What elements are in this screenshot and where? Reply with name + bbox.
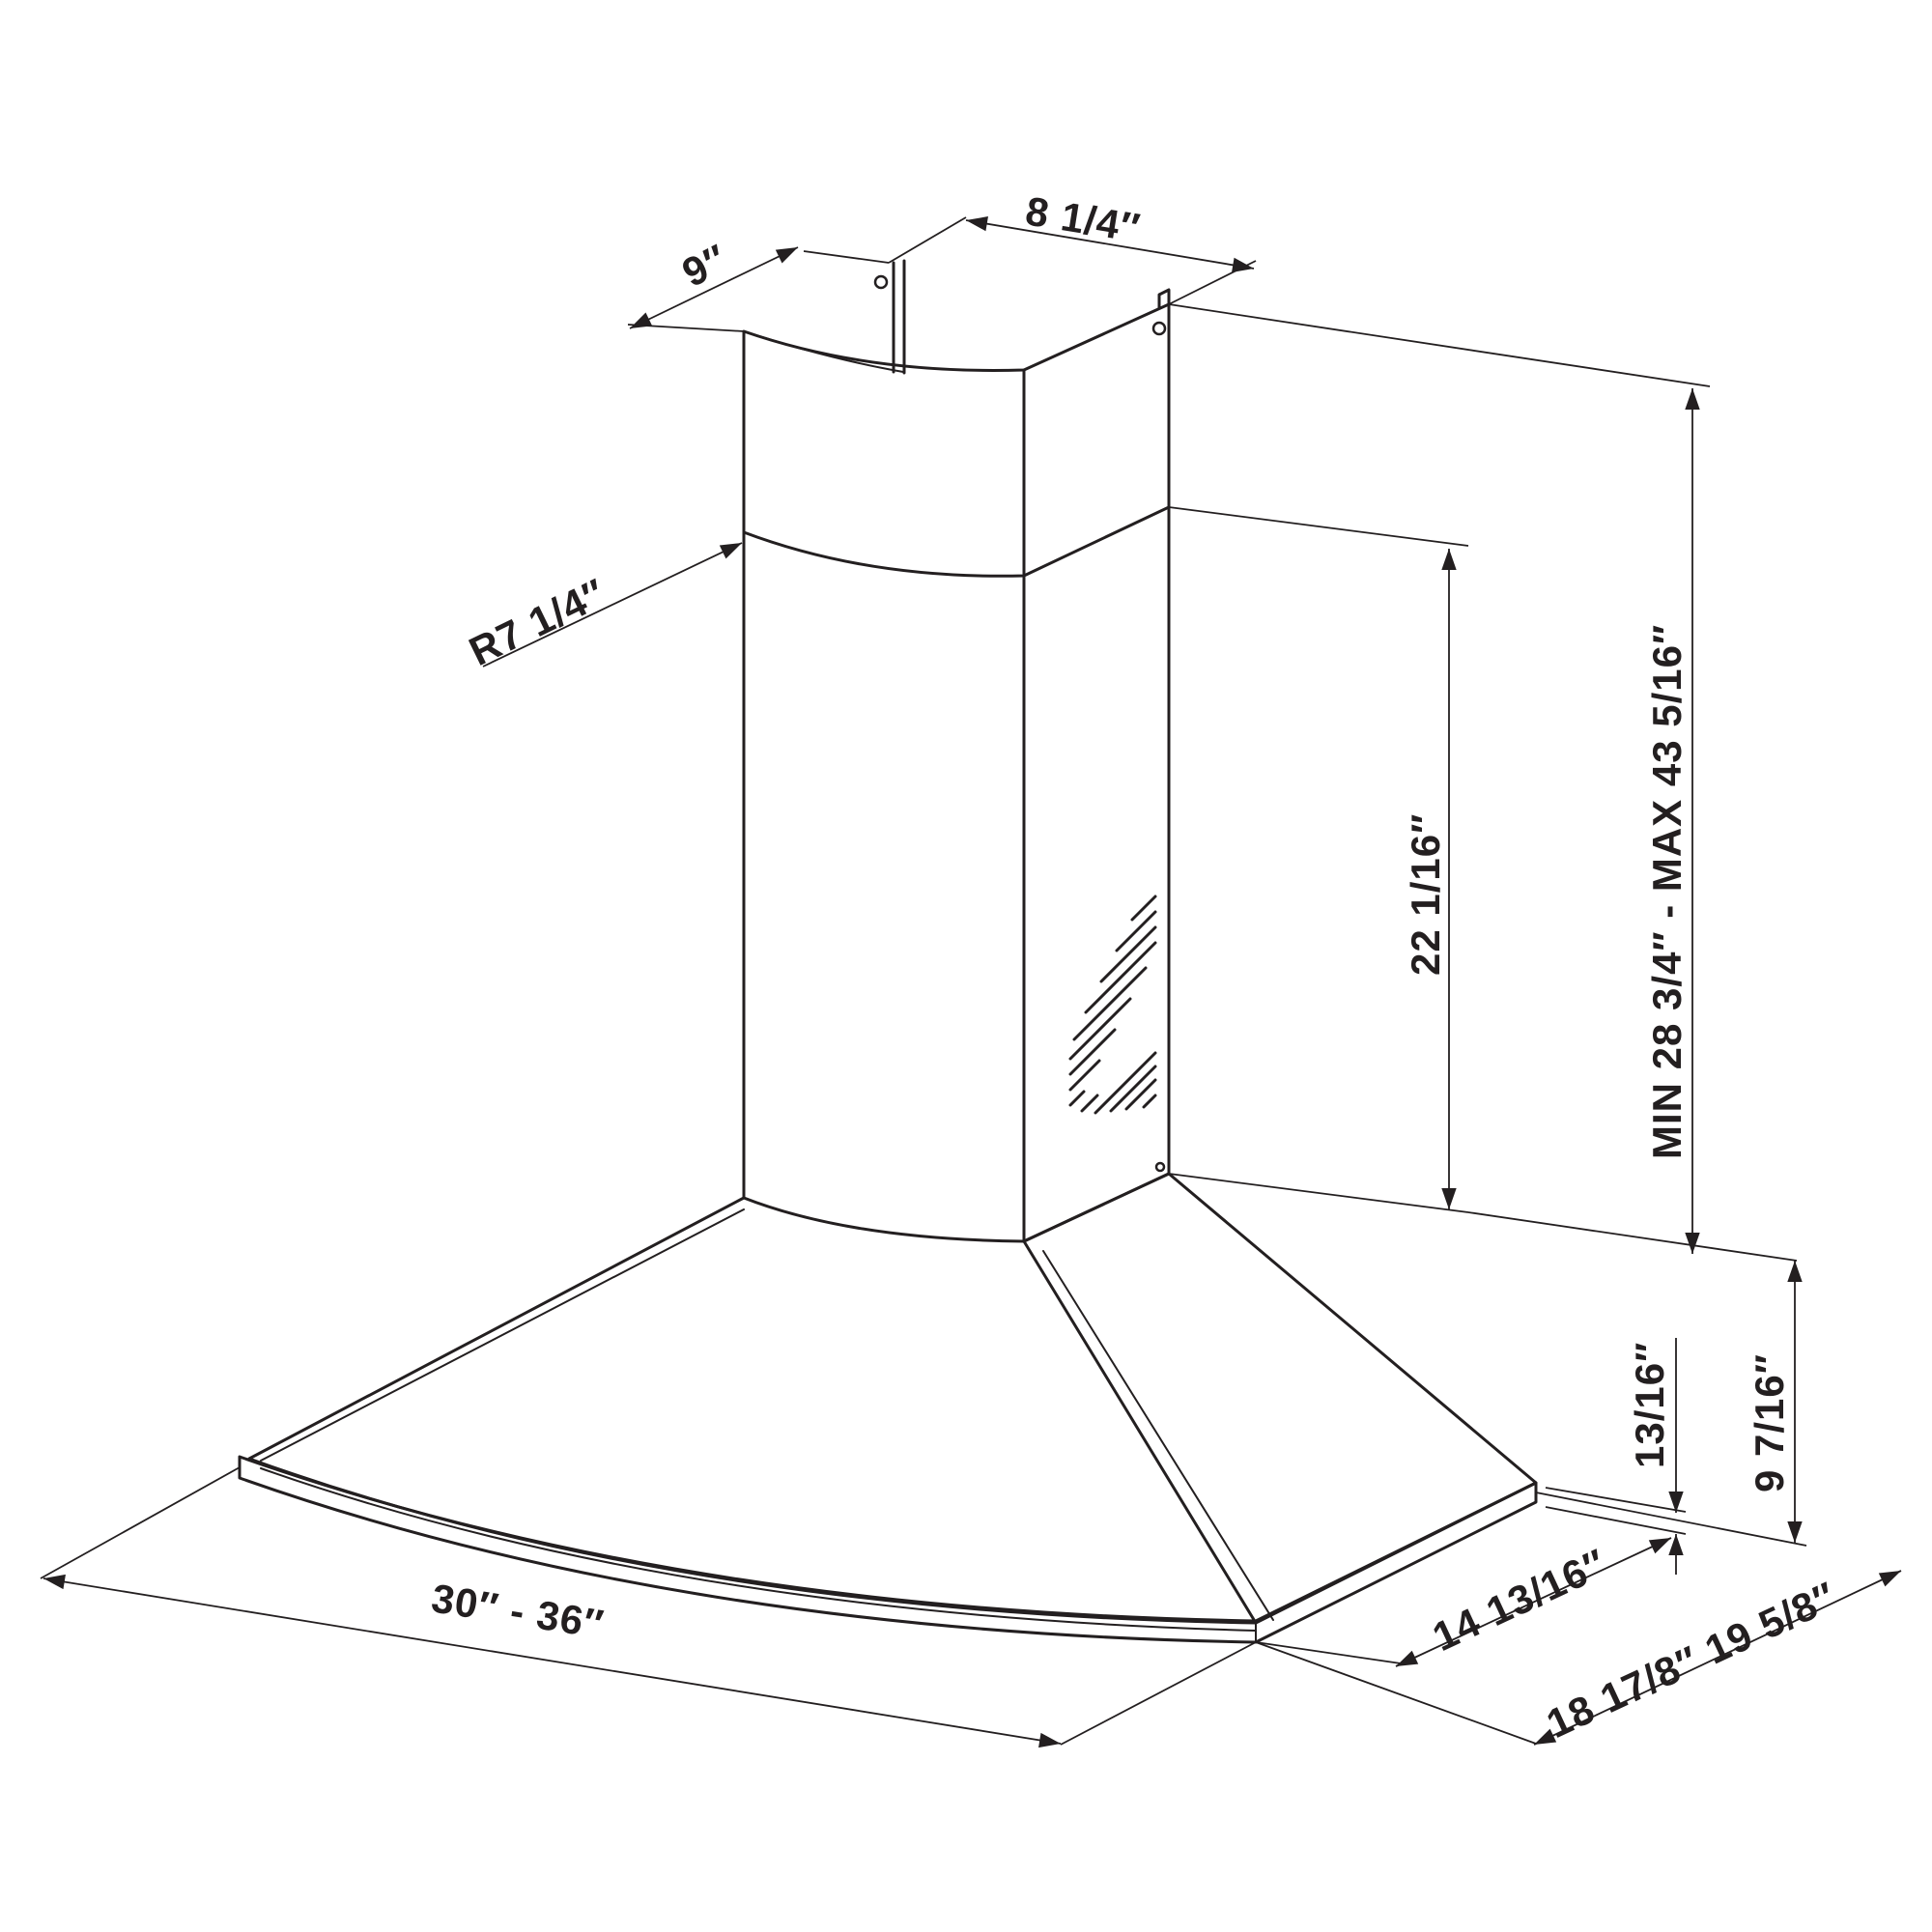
extension-line-chimney-bottom [1168,1173,1469,1213]
extension-line-overall-bottom [1467,1211,1798,1262]
rear-bracket-tab [1157,288,1171,309]
extension-line-lip-bottom [1545,1506,1687,1535]
range-hood-outline [238,259,1538,1644]
label-lip-height: 13/16″ [1627,1342,1672,1468]
label-duct-width: 8 1/4″ [1023,187,1144,250]
extension-line-duct-depth-left [627,324,745,332]
extension-line-width-right [1060,1641,1257,1746]
extension-line-width-left [40,1466,241,1579]
vent-grille [1068,895,1157,1115]
duct-mounting-bracket [892,259,906,375]
lower-chimney [742,505,1171,1243]
label-radius: R7 1/4″ [462,570,612,674]
label-width: 30″ - 36″ [429,1575,608,1647]
upper-duct-top-curve [743,330,904,373]
label-depth-small: 14 13/16″ [1426,1540,1613,1660]
canopy-front-panel [247,1196,1258,1625]
dimension-labels: 9″ 8 1/4″ R7 1/4″ 22 1/16″ MIN 28 3/4″ -… [429,187,1844,1747]
label-depth-large: 18 17/8″ 19 5/8″ [1540,1573,1843,1747]
dimension-line-depth-large [1533,1570,1902,1746]
canopy-side-panel [1022,1172,1538,1625]
canopy-corner-double-edge [1042,1250,1274,1621]
dimension-line-duct-depth [629,246,799,329]
leader-line-radius [482,542,743,668]
extension-line-depth-large [1255,1641,1537,1745]
label-chimney-height: 22 1/16″ [1403,813,1448,976]
bracket-screw-hole [873,274,889,290]
canopy-front-inner-edge [260,1208,745,1462]
chimney-screw [1154,1161,1166,1173]
label-duct-depth: 9″ [675,235,735,296]
rear-bracket-screw-hole [1151,321,1167,336]
dimension-line-duct-width [965,216,1255,272]
dimension-lines [40,216,1902,1748]
extension-line-duct-width [888,216,967,264]
label-overall-height: MIN 28 3/4″ - MAX 43 5/16″ [1644,624,1690,1159]
extension-line-duct-depth [803,250,890,264]
extension-line-canopy-bottom [1535,1492,1807,1547]
upper-duct-cover [742,302,1171,578]
dimension-line-depth-small [1395,1537,1672,1667]
extension-line-overall-top [1168,303,1711,387]
canopy-bottom-lip [238,1455,1538,1644]
extension-line-chimney-top [1168,506,1469,547]
extension-line-depth-small [1255,1641,1402,1664]
lip-inner-curve [260,1467,1257,1632]
label-canopy-height: 9 7/16″ [1747,1353,1792,1492]
dimension-line-width [43,1574,1062,1748]
extension-line-lip-top [1545,1487,1687,1513]
